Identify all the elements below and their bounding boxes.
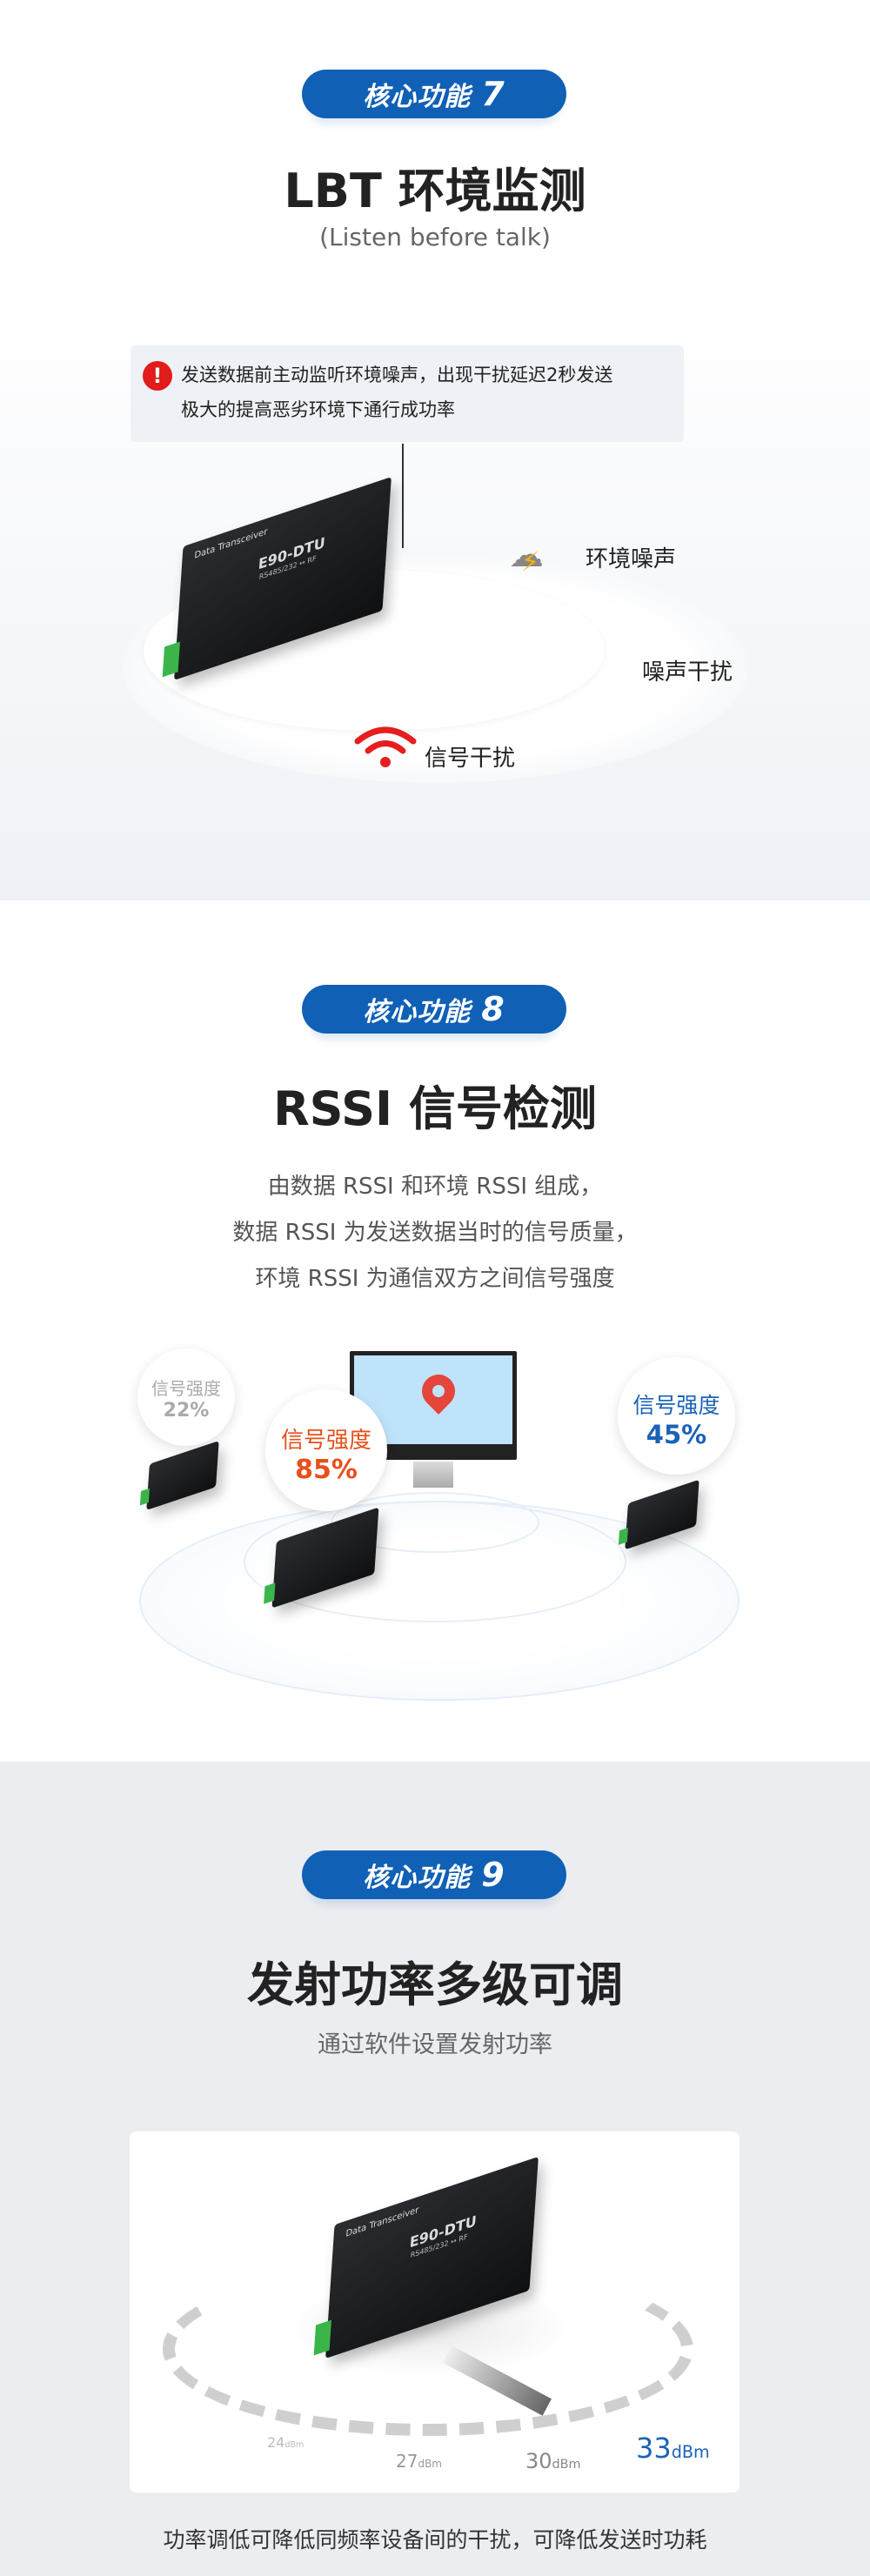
device-brand: Data Transceiver	[194, 526, 268, 561]
badge-number: 9	[481, 1856, 505, 1894]
device-image-left	[139, 1440, 219, 1511]
alert-icon: !	[143, 361, 172, 391]
badge-number: 7	[481, 75, 505, 113]
desc-line: 由数据 RSSI 和环境 RSSI 组成，	[267, 1174, 603, 1200]
level-27: 27dBm	[396, 2451, 442, 2472]
bubble-label: 信号强度	[632, 1393, 720, 1418]
level-24: 24dBm	[267, 2434, 304, 2451]
section-tx-power: 核心功能 9 发射功率多级可调 通过软件设置发射功率 Data Transceiv…	[0, 1762, 870, 2576]
desc-line: 环境 RSSI 为通信双方之间信号强度	[255, 1266, 615, 1292]
bubble-value: 45%	[646, 1420, 707, 1449]
sound-wave-icon	[543, 646, 630, 694]
section-subtitle: 通过软件设置发射功率	[318, 2031, 552, 2058]
notice-line: 极大的提高恶劣环境下通行成功率	[181, 399, 455, 420]
section-subtitle: (Listen before talk)	[319, 223, 551, 251]
level-33-active: 33dBm	[636, 2432, 710, 2465]
section-rssi: 核心功能 8 RSSI 信号检测 由数据 RSSI 和环境 RSSI 组成， 数据…	[0, 900, 870, 1762]
bubble-value: 85%	[295, 1455, 358, 1485]
device-brand: Data Transceiver	[345, 2205, 419, 2240]
desc-line: 数据 RSSI 为发送数据当时的信号质量，	[232, 1220, 638, 1246]
section-title: RSSI 信号检测	[273, 1081, 597, 1136]
badge-number: 8	[481, 990, 505, 1028]
monitor-stand	[413, 1462, 453, 1488]
badge-text: 核心功能	[363, 997, 472, 1027]
section-title: LBT 环境监测	[284, 164, 586, 218]
bubble-label: 信号强度	[280, 1428, 371, 1454]
bubble-label: 信号强度	[151, 1378, 221, 1399]
terminal-block	[313, 2319, 331, 2356]
feature-badge: 核心功能 7	[302, 70, 566, 118]
section-title: 发射功率多级可调	[247, 1957, 623, 2012]
storm-cloud-icon: ☁⚡	[509, 535, 544, 578]
badge-text: 核心功能	[363, 82, 472, 112]
wifi-icon	[354, 726, 417, 767]
badge-text: 核心功能	[363, 1863, 472, 1893]
label-env-noise: 环境噪声	[586, 546, 677, 572]
label-noise-interference: 噪声干扰	[642, 659, 733, 686]
terminal-block	[162, 641, 180, 678]
notice-line: 发送数据前主动监听环境噪声，出现干扰延迟2秒发送	[181, 365, 613, 385]
footer-note: 功率调低可降低同频率设备间的干扰，可降低发送时功耗	[163, 2527, 707, 2553]
notice-box: ! 发送数据前主动监听环境噪声，出现干扰延迟2秒发送 极大的提高恶劣环境下通行成…	[130, 345, 684, 442]
section-lbt: 核心功能 7 LBT 环境监测 (Listen before talk) ! 发送…	[0, 0, 870, 900]
power-card: Data Transceiver E90-DTU RS485/232 ↔ RF …	[130, 2131, 740, 2492]
antenna	[402, 444, 404, 548]
feature-badge: 核心功能 9	[302, 1850, 566, 1899]
bubble-value: 22%	[163, 1400, 210, 1422]
level-30: 30dBm	[525, 2449, 581, 2473]
feature-badge: 核心功能 8	[302, 985, 566, 1034]
location-pin-icon	[415, 1368, 462, 1415]
signal-bubble-85: 信号强度 85%	[265, 1389, 387, 1511]
signal-bubble-45: 信号强度 45%	[618, 1357, 735, 1475]
label-signal-interference: 信号干扰	[425, 746, 516, 772]
signal-bubble-22: 信号强度 22%	[137, 1348, 235, 1446]
section-description: 由数据 RSSI 和环境 RSSI 组成， 数据 RSSI 为发送数据当时的信号…	[0, 1164, 870, 1302]
